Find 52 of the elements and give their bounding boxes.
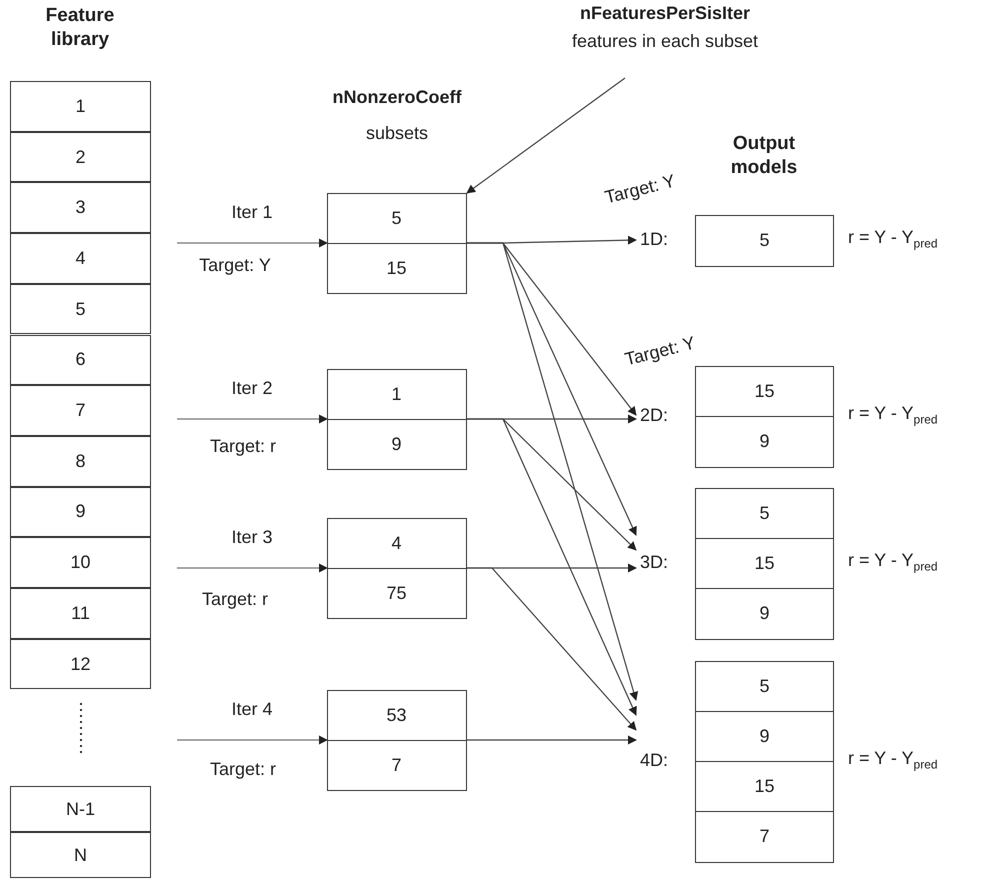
feature-cell: 4: [10, 233, 151, 284]
parameter-name: nFeaturesPerSisIter: [578, 2, 752, 24]
arrow: [177, 238, 328, 248]
residual-formula: r = Y - Y$_{pred}$: [848, 402, 938, 428]
target-label: Target: r: [208, 435, 278, 458]
model-feature-cell: 5: [695, 661, 834, 712]
model-dimension-label: 3D:: [640, 551, 668, 574]
arrow: [177, 736, 328, 744]
feature-cell: 6: [10, 334, 151, 386]
residual-formula: r = Y - Y$_{pred}$: [848, 549, 938, 575]
parameter-description: features in each subset: [570, 30, 760, 52]
feature-cell: N: [10, 832, 151, 878]
feature-cell: 2: [10, 132, 151, 182]
model-dimension-label: 4D:: [640, 749, 668, 772]
model-feature-cell: 5: [695, 215, 834, 266]
feature-cell: 11: [10, 588, 151, 639]
arrow: [467, 418, 637, 716]
feature-cell: 7: [10, 385, 151, 436]
feature-cell: 1: [10, 81, 151, 132]
target-label: Target: r: [200, 588, 270, 610]
arrow: [467, 736, 637, 744]
target-label: Target: r: [208, 758, 278, 780]
model-dimension-label: 1D:: [640, 228, 668, 250]
feature-cell: 3: [10, 182, 151, 234]
feature-cell: 9: [10, 486, 151, 538]
model-feature-cell: 15: [695, 366, 834, 418]
feature-cell: 8: [10, 436, 151, 487]
model-feature-cell: 9: [695, 416, 834, 468]
parameter-description: subsets: [364, 122, 430, 144]
arrow: [467, 567, 637, 731]
model-feature-cell: 15: [695, 538, 834, 590]
residual-formula: r = Y - Y$_{pred}$: [848, 747, 938, 773]
column-heading: Output models: [730, 132, 798, 180]
arrow: [177, 564, 328, 572]
model-feature-cell: 9: [695, 588, 834, 640]
model-dimension-label: 2D:: [640, 404, 668, 426]
model-feature-cell: 9: [695, 711, 834, 762]
feature-cell: N-1: [10, 786, 151, 832]
model-feature-cell: 15: [695, 761, 834, 812]
parameter-name: nNonzeroCoeff: [332, 86, 462, 108]
feature-cell: 5: [10, 284, 151, 334]
target-label: Target: Y: [198, 254, 272, 276]
model-feature-cell: 5: [695, 488, 834, 540]
arrow: [177, 414, 328, 424]
leader-arrow: [466, 78, 626, 194]
column-heading: Feature library: [44, 4, 116, 52]
model-feature-cell: 7: [695, 811, 834, 862]
residual-formula: r = Y - Y$_{pred}$: [848, 226, 938, 252]
target-label: Target: Y: [602, 170, 678, 210]
feature-cell: 10: [10, 537, 151, 588]
feature-cell: 12: [10, 638, 151, 690]
arrow: [467, 242, 638, 701]
